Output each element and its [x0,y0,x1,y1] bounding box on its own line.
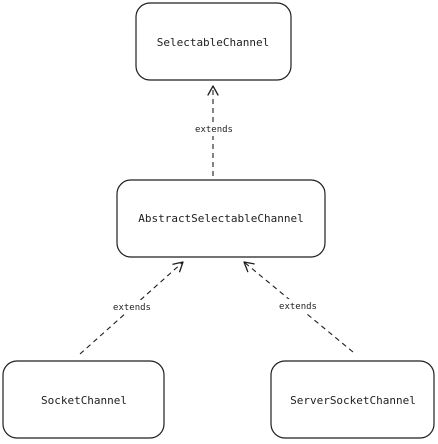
node-server-socket-channel[interactable]: ServerSocketChannel [270,360,435,439]
node-label: SelectableChannel [157,36,270,49]
edge-label-background [276,299,320,313]
edge-server-to-abstract: extends [243,261,354,353]
node-socket-channel[interactable]: SocketChannel [2,360,165,439]
node-selectable-channel[interactable]: SelectableChannel [135,2,292,81]
node-label: SocketChannel [41,394,127,407]
node-abstract-selectable-channel[interactable]: AbstractSelectableChannel [116,179,326,258]
node-box [270,360,435,439]
node-box [135,2,292,81]
edge-socket-to-abstract: extends [79,261,184,355]
node-box [2,360,165,439]
edge-label-background [110,300,154,314]
extends-arrow [243,261,354,353]
edge-label-extends: extends [279,302,317,312]
edge-label-background [192,122,236,136]
node-box [116,179,326,258]
node-label: AbstractSelectableChannel [138,212,304,225]
edge-label-extends: extends [113,303,151,313]
node-label: ServerSocketChannel [290,394,416,407]
edge-abstract-to-selectable: extends [192,85,236,176]
edge-label-extends: extends [195,125,233,135]
